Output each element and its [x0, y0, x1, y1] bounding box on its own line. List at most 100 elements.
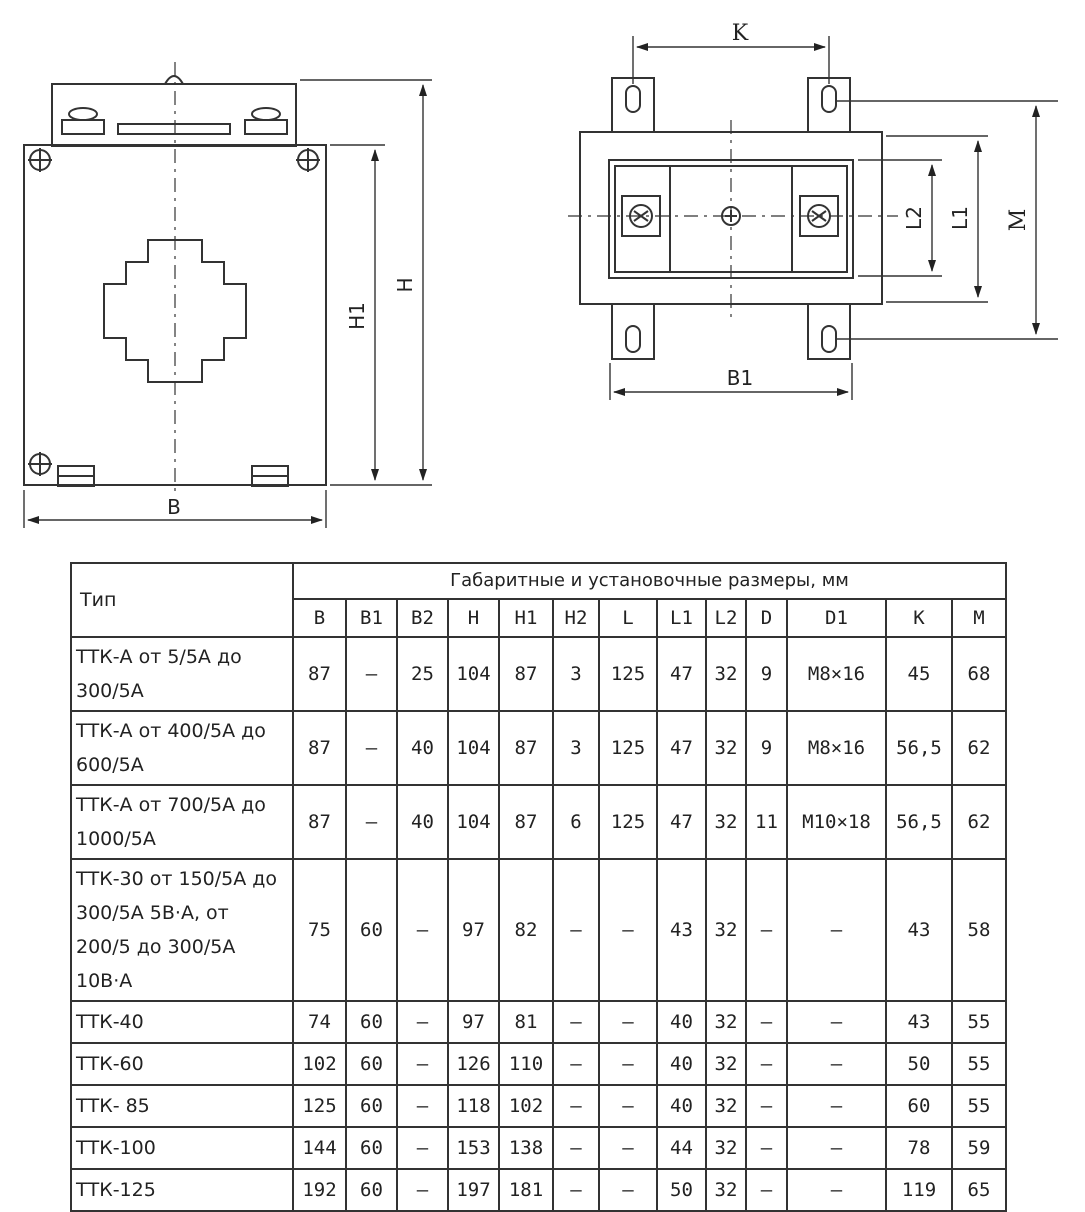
column-header-h2: H2 [552, 598, 600, 638]
value-cell: – [396, 1126, 449, 1170]
value-cell: 32 [705, 1084, 747, 1128]
bracket-tab [164, 75, 184, 85]
type-cell: ТТК-40 [70, 1000, 294, 1044]
corner-hole-tr [296, 148, 320, 172]
front-view [23, 62, 327, 492]
value-cell: М10×18 [786, 784, 887, 860]
value-cell: 47 [656, 710, 707, 786]
value-cell: 59 [951, 1126, 1007, 1170]
value-cell: 50 [885, 1042, 953, 1086]
label-l2: L2 [902, 206, 926, 230]
type-header: Тип [70, 562, 294, 638]
column-header-m: M [951, 598, 1007, 638]
value-cell: 126 [447, 1042, 500, 1086]
value-cell: 197 [447, 1168, 500, 1212]
type-cell: ТТК-А от 5/5А до 300/5А [70, 636, 294, 712]
value-cell: 44 [656, 1126, 707, 1170]
value-cell: 32 [705, 636, 747, 712]
value-cell: 119 [885, 1168, 953, 1212]
column-header-b1: B1 [345, 598, 398, 638]
value-cell: – [786, 1042, 887, 1086]
type-cell: ТТК-100 [70, 1126, 294, 1170]
value-cell: 43 [885, 1000, 953, 1044]
value-cell: 6 [552, 784, 600, 860]
top-bracket [51, 83, 297, 147]
value-cell: 3 [552, 636, 600, 712]
value-cell: – [786, 1000, 887, 1044]
value-cell: 125 [598, 636, 658, 712]
value-cell: 40 [656, 1042, 707, 1086]
value-cell: 56,5 [885, 784, 953, 860]
value-cell: – [552, 858, 600, 1002]
value-cell: 102 [292, 1042, 347, 1086]
column-header-k: K [885, 598, 953, 638]
value-cell: – [598, 1000, 658, 1044]
value-cell: 62 [951, 710, 1007, 786]
value-cell: – [598, 858, 658, 1002]
value-cell: 87 [292, 710, 347, 786]
value-cell: 47 [656, 784, 707, 860]
value-cell: 9 [745, 636, 788, 712]
value-cell: 50 [656, 1168, 707, 1212]
value-cell: 60 [345, 1168, 398, 1212]
value-cell: 32 [705, 1000, 747, 1044]
value-cell: 87 [498, 710, 554, 786]
value-cell: – [552, 1042, 600, 1086]
label-b1: B1 [727, 366, 753, 390]
value-cell: 104 [447, 636, 500, 712]
column-header-d: D [745, 598, 788, 638]
value-cell: – [598, 1168, 658, 1212]
value-cell: 11 [745, 784, 788, 860]
value-cell: 87 [498, 636, 554, 712]
mount-slot-bl [625, 325, 641, 353]
bracket-slot-right [244, 119, 288, 135]
value-cell: 97 [447, 858, 500, 1002]
type-cell: ТТК-60 [70, 1042, 294, 1086]
value-cell: – [745, 1084, 788, 1128]
top-view [568, 77, 898, 360]
value-cell: – [786, 1168, 887, 1212]
value-cell: – [552, 1168, 600, 1212]
value-cell: 58 [951, 858, 1007, 1002]
value-cell: – [786, 1126, 887, 1170]
value-cell: 32 [705, 784, 747, 860]
value-cell: – [396, 858, 449, 1002]
value-cell: 55 [951, 1042, 1007, 1086]
value-cell: 40 [396, 710, 449, 786]
value-cell: 47 [656, 636, 707, 712]
value-cell: 60 [345, 858, 398, 1002]
dimensions-table: Тип Габаритные и установочные размеры, м… [70, 562, 1007, 1212]
value-cell: – [345, 636, 398, 712]
value-cell: 55 [951, 1084, 1007, 1128]
value-cell: – [345, 784, 398, 860]
column-header-l: L [598, 598, 658, 638]
cross-window [103, 239, 247, 383]
value-cell: – [745, 1000, 788, 1044]
value-cell: 45 [885, 636, 953, 712]
label-b: B [167, 495, 181, 519]
type-cell: ТТК-125 [70, 1168, 294, 1212]
type-cell: ТТК- 85 [70, 1084, 294, 1128]
value-cell: 81 [498, 1000, 554, 1044]
column-header-b2: B2 [396, 598, 449, 638]
value-cell: – [345, 710, 398, 786]
mount-slot-br [821, 325, 837, 353]
value-cell: 68 [951, 636, 1007, 712]
value-cell: 32 [705, 858, 747, 1002]
group-header: Габаритные и установочные размеры, мм [292, 562, 1007, 600]
type-cell: ТТК-А от 400/5А до 600/5А [70, 710, 294, 786]
value-cell: 40 [656, 1084, 707, 1128]
bracket-bar [117, 123, 231, 135]
table-row: ТТК-30 от 150/5А до 300/5А 5В·А, от 200/… [70, 858, 1007, 1002]
value-cell: 118 [447, 1084, 500, 1128]
value-cell: 32 [705, 710, 747, 786]
value-cell: 65 [951, 1168, 1007, 1212]
label-h1: H1 [345, 302, 369, 330]
value-cell: – [598, 1126, 658, 1170]
column-header-l1: L1 [656, 598, 707, 638]
bracket-screw-left [68, 107, 98, 121]
